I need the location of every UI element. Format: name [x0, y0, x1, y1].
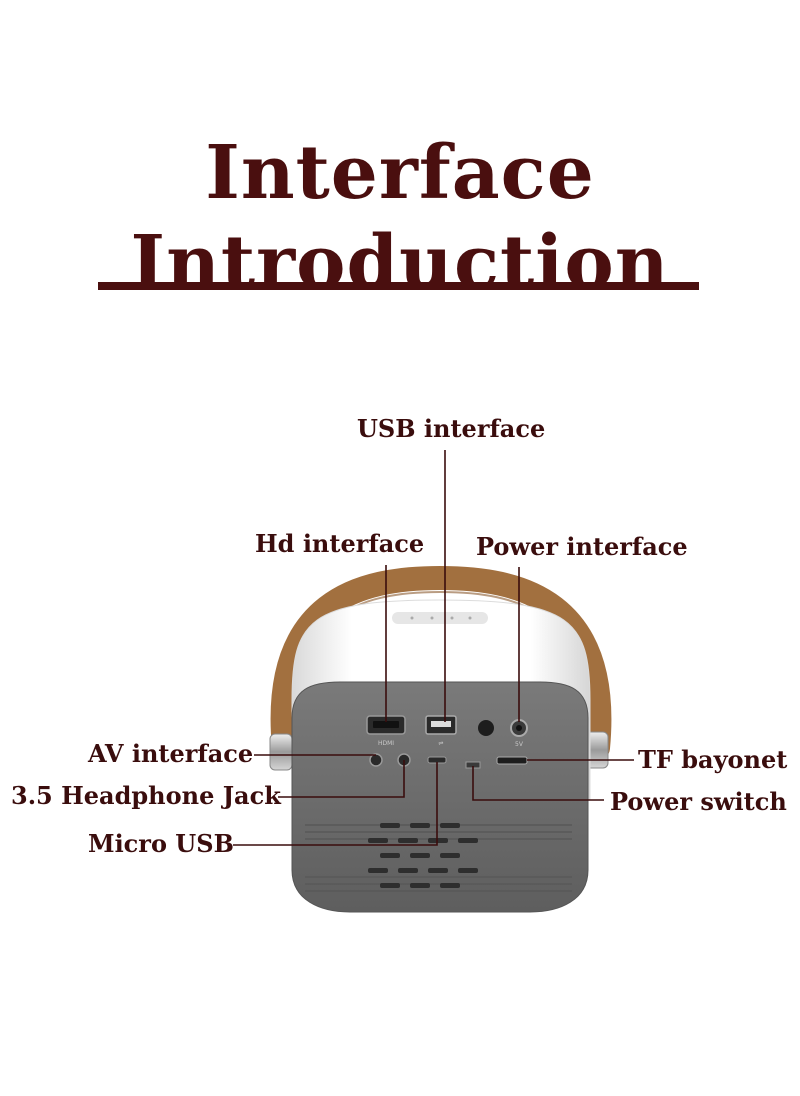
leader-headphone [278, 760, 405, 798]
rear-panel [291, 681, 589, 913]
ir-window [478, 720, 494, 736]
label-hd-interface: Hd interface [255, 529, 425, 558]
label-power-switch: Power switch [610, 787, 787, 816]
top-control-strip [392, 612, 488, 624]
leather-handle [270, 565, 612, 760]
left-knob [269, 733, 293, 771]
label-usb-interface: USB interface [357, 414, 546, 443]
av-port [369, 753, 383, 767]
svg-text:5V: 5V [515, 741, 524, 748]
label-power-interface: Power interface [476, 532, 688, 561]
svg-text:HDMI: HDMI [378, 740, 394, 747]
leader-switch [472, 766, 604, 801]
label-av-interface: AV interface [88, 739, 254, 768]
label-tf-bayonet: TF bayonet [638, 745, 788, 774]
tf-slot [496, 756, 528, 765]
leader-micro-usb [233, 762, 438, 846]
title-divider [98, 282, 699, 290]
svg-text:⇌: ⇌ [438, 740, 443, 747]
page-title: Interface Introduction [130, 130, 670, 306]
label-micro-usb: Micro USB [88, 829, 234, 858]
label-headphone-jack: 3.5 Headphone Jack [11, 781, 281, 810]
speaker-grille [368, 823, 478, 888]
